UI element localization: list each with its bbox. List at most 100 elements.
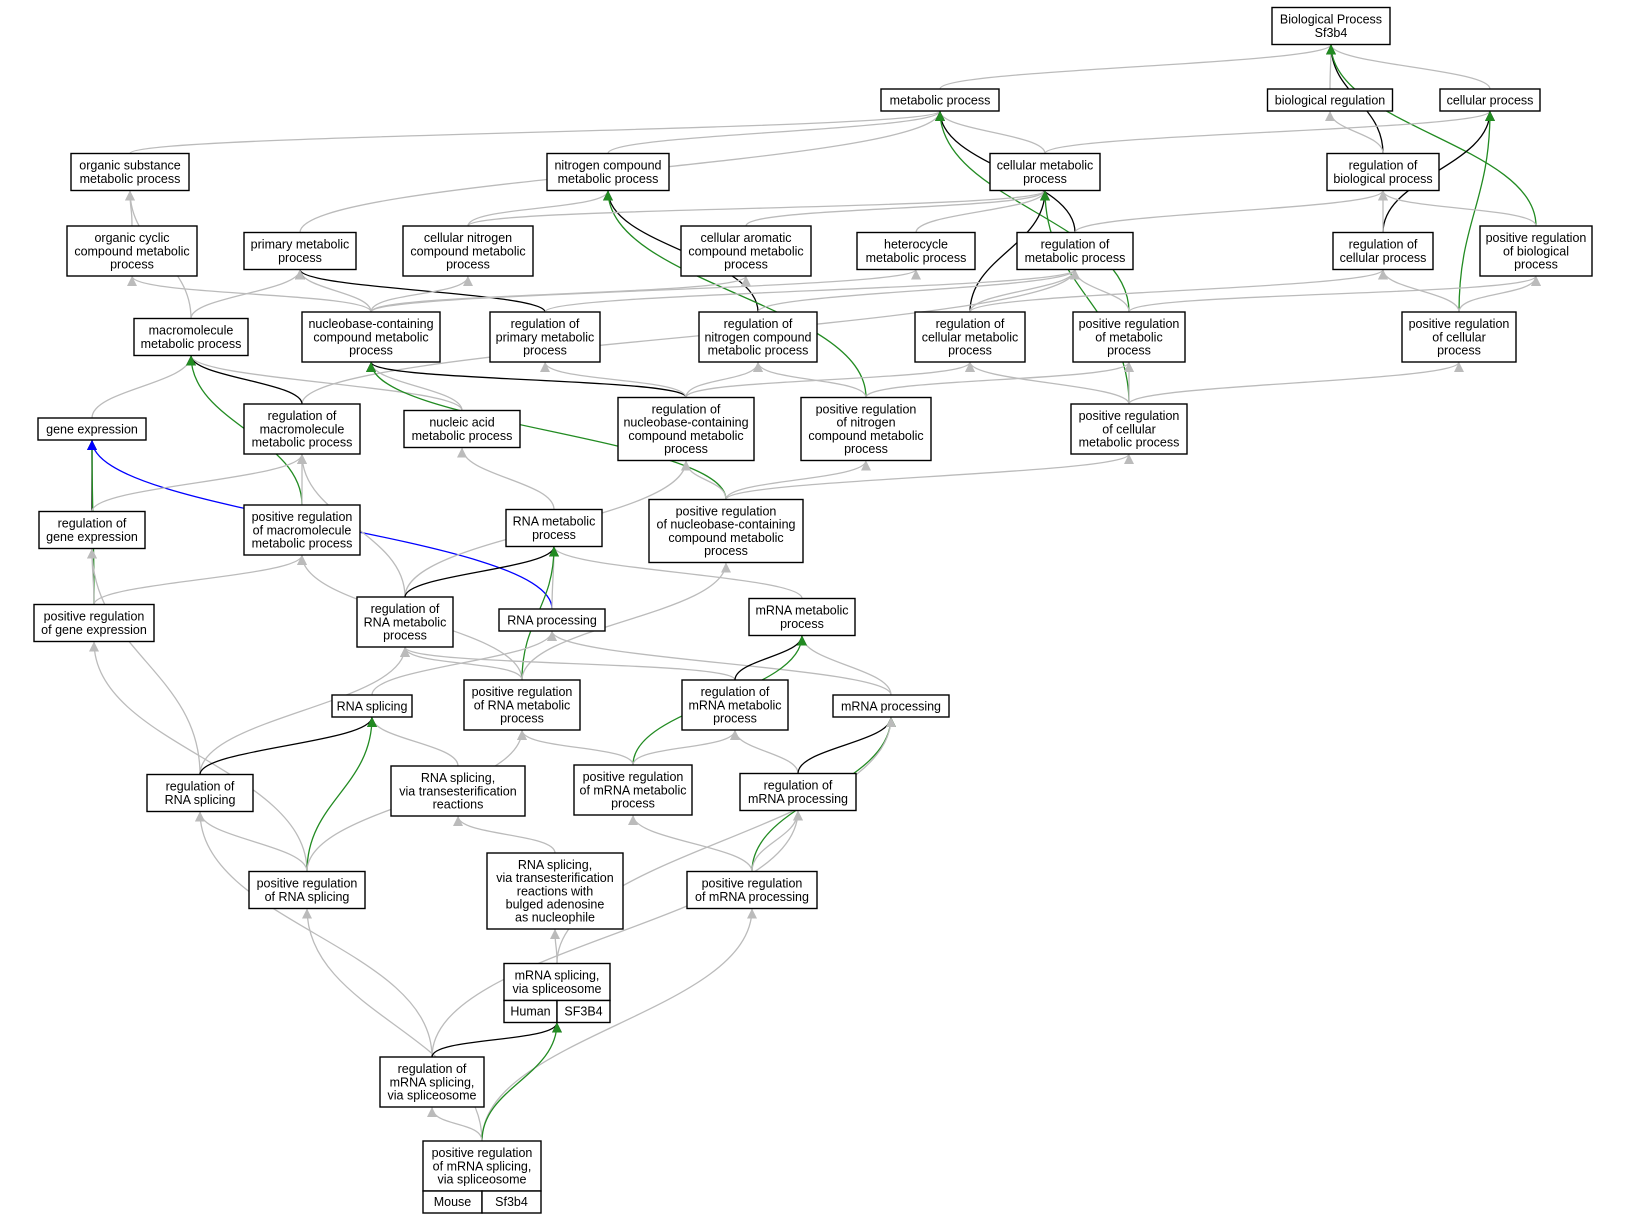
- term-label-line: Biological Process: [1280, 13, 1382, 27]
- term-box: [1439, 88, 1541, 112]
- edge-is-a-posregrnamet-to-regrnamet: [400, 646, 523, 681]
- edge-regulates-regcellmet-to-cellmet: [969, 190, 1050, 313]
- term-node-splicebulged[interactable]: RNA splicing,via transesterificationreac…: [486, 852, 624, 930]
- term-node-cellular[interactable]: cellular process: [1439, 88, 1541, 112]
- term-label-line: of biological: [1503, 244, 1569, 258]
- term-label-line: regulation of: [1349, 159, 1418, 173]
- gene-label: Sf3b4: [495, 1195, 528, 1209]
- edge-is-a-rnamet-to-nucacid: [457, 447, 555, 510]
- term-box: [1401, 311, 1517, 363]
- edge-is-a-posregrnasplice-to-posreggene: [89, 641, 308, 872]
- edge-is-a-posregcellmet-to-posregcell: [1128, 361, 1464, 405]
- term-label-line: via spliceosome: [388, 1089, 477, 1103]
- term-node-geneexp[interactable]: gene expression: [37, 417, 147, 441]
- term-node-regnuc[interactable]: regulation ofnucleobase-containingcompou…: [617, 396, 755, 462]
- edge-positively-regulates-posregrnasplice-to-rnasplice: [306, 716, 377, 872]
- term-label-line: process: [724, 258, 768, 272]
- term-box: [33, 603, 155, 643]
- edge-is-a-posregmrnaproc-to-posregmrnamet: [628, 814, 753, 872]
- term-label-line: process: [664, 442, 708, 456]
- edge-positively-regulates-posregnuc-to-nucbase: [366, 361, 727, 500]
- term-node-bioreg[interactable]: biological regulation: [1266, 88, 1394, 112]
- term-label-line: RNA splicing,: [518, 858, 592, 872]
- edge-positively-regulates-posregmet-to-metabolic: [935, 110, 1130, 313]
- term-node-rnaproc[interactable]: RNA processing: [498, 608, 606, 632]
- term-node-splicetrans[interactable]: RNA splicing,via transesterificationreac…: [390, 765, 526, 817]
- term-node-mrnaproc[interactable]: mRNA processing: [832, 694, 950, 718]
- term-label-line: regulation of: [936, 317, 1005, 331]
- term-label-line: organic substance: [79, 159, 181, 173]
- edge-is-a-regprim-to-regmet: [544, 268, 1080, 313]
- term-label-line: metabolic process: [890, 93, 991, 107]
- term-label-line: process: [1514, 258, 1558, 272]
- term-label-line: nucleobase-containing: [308, 317, 433, 331]
- term-box: [489, 311, 601, 363]
- edge-is-a-regrnasplice-to-regrnamet: [199, 646, 410, 775]
- edge-is-a-cellular-to-bp: [1326, 44, 1491, 90]
- term-label-line: regulation of: [371, 602, 440, 616]
- term-label-line: regulation of: [701, 685, 770, 699]
- term-label-line: gene expression: [46, 422, 138, 436]
- edge-is-a-mrnaproc-to-rnaproc: [547, 630, 892, 696]
- term-box: [914, 311, 1026, 363]
- term-label-line: regulation of: [764, 779, 833, 793]
- term-label-line: compound metabolic: [688, 244, 803, 258]
- term-node-rnasplice[interactable]: RNA splicing: [331, 694, 413, 718]
- term-box: [680, 225, 812, 277]
- species-label: Human: [510, 1005, 550, 1019]
- term-label-line: regulation of: [652, 403, 721, 417]
- term-label-line: RNA splicing,: [421, 771, 495, 785]
- term-label-line: regulation of: [166, 780, 235, 794]
- term-box: [1326, 152, 1440, 192]
- term-label-line: regulation of: [724, 317, 793, 331]
- term-label-line: cellular process: [1447, 93, 1534, 107]
- term-box: [880, 88, 1000, 112]
- term-box: [243, 504, 361, 556]
- term-label-line: RNA metabolic: [364, 615, 447, 629]
- term-node-metabolic[interactable]: metabolic process: [880, 88, 1000, 112]
- term-label-line: biological regulation: [1275, 93, 1386, 107]
